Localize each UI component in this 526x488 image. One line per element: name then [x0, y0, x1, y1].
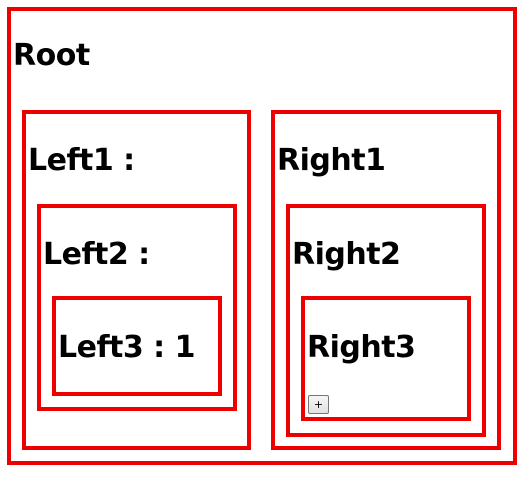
left1-label: Left1 : — [28, 143, 135, 178]
root-label: Root — [13, 38, 90, 73]
left1-box — [22, 110, 251, 450]
add-button[interactable]: + — [308, 395, 329, 414]
right1-box — [271, 110, 501, 450]
right1-label: Right1 — [277, 143, 386, 178]
left3-label: Left3 : 1 — [58, 330, 196, 365]
left3-box — [52, 296, 222, 396]
right2-label: Right2 — [292, 237, 401, 272]
right3-box — [301, 296, 471, 421]
right2-box — [286, 204, 486, 437]
left2-box — [37, 204, 237, 411]
right3-label: Right3 — [307, 330, 416, 365]
left2-label: Left2 : — [43, 237, 150, 272]
root-box — [7, 7, 517, 465]
